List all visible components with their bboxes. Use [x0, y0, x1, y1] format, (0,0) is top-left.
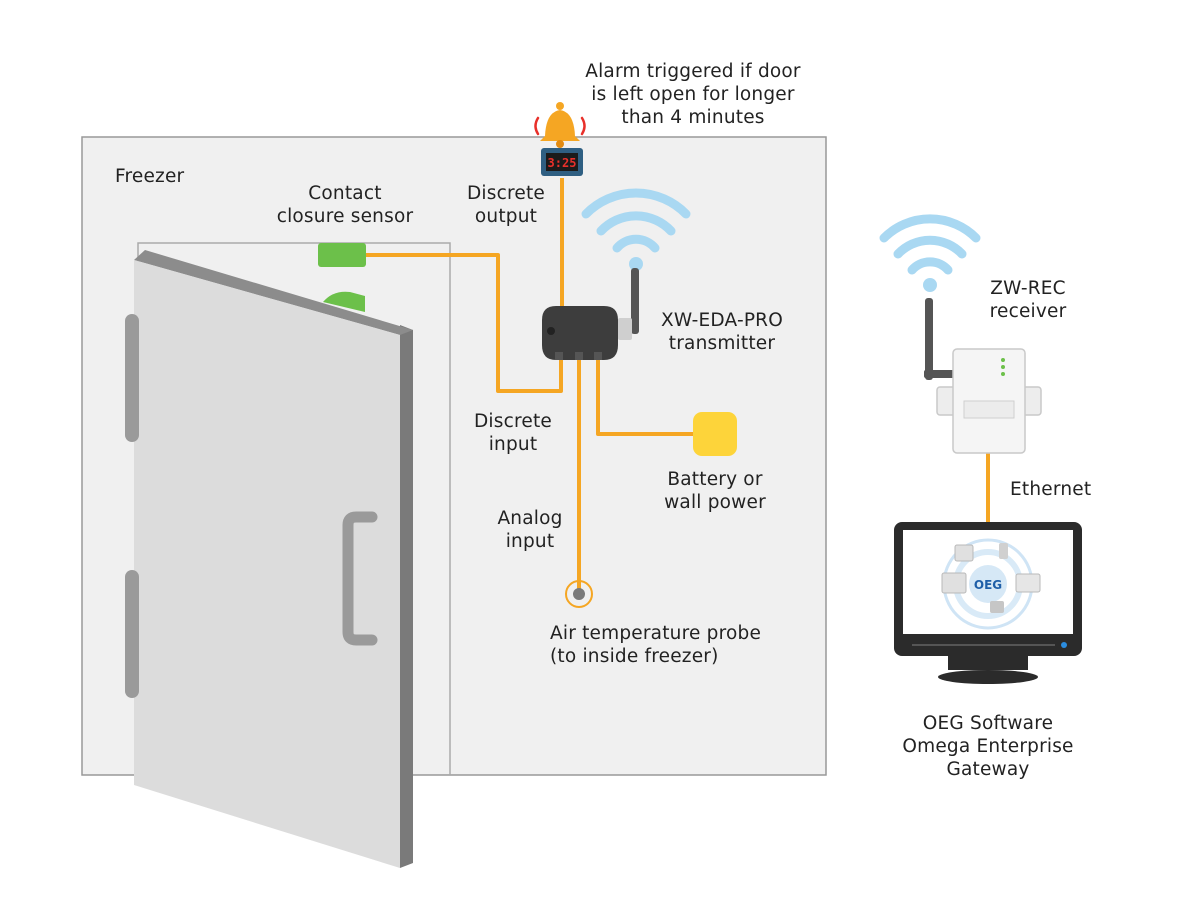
freezer-label: Freezer [115, 166, 185, 187]
power-label: Battery or wall power [664, 469, 766, 513]
timer-display-icon: 3:25 [541, 148, 583, 176]
monitor-icon: OEG [894, 522, 1082, 684]
alarm-label: Alarm triggered if door is left open for… [585, 61, 801, 128]
ethernet-label: Ethernet [1010, 479, 1092, 500]
receiver-device [924, 298, 1042, 454]
door-edge [400, 325, 413, 868]
receiver-wifi-dot [923, 278, 937, 292]
discrete-input-label: Discrete input [473, 411, 552, 455]
temperature-probe-icon [565, 580, 593, 608]
transmitter-device [542, 268, 639, 360]
power-source [693, 412, 737, 456]
discrete-output-label: Discrete output [466, 183, 545, 227]
wires [365, 178, 990, 590]
analog-input-label: Analog input [497, 508, 563, 552]
alarm-bell-icon [534, 102, 586, 148]
timer-display-text: 3:25 [548, 156, 577, 170]
wifi-signal-icon [581, 188, 691, 253]
antenna-icon [631, 268, 639, 334]
door-hinge-top [125, 314, 139, 442]
screen-logo-text: OEG [974, 578, 1002, 592]
contact-sensor-frame-part [318, 243, 366, 267]
receiver-antenna-icon [925, 298, 933, 380]
freezer-door [125, 250, 413, 868]
wifi-signal-dot [629, 257, 643, 271]
door-top-edge [134, 250, 413, 335]
door-hinge-bottom [125, 570, 139, 698]
contact-sensor-door-part [323, 291, 365, 312]
door-handle [342, 511, 378, 646]
wire-contact-sensor [365, 253, 563, 393]
receiver-label: ZW-REC receiver [989, 278, 1067, 322]
door-face [134, 260, 400, 868]
receiver-wifi-signal-icon [879, 214, 981, 275]
software-label: OEG Software Omega Enterprise Gateway [902, 713, 1074, 780]
contact-sensor-label: Contact closure sensor [276, 183, 414, 227]
wire-power [596, 360, 700, 436]
oeg-screen-graphic [941, 538, 1041, 630]
probe-label: Air temperature probe (to inside freezer… [550, 623, 762, 667]
transmitter-label: XW-EDA-PRO transmitter [661, 310, 783, 354]
